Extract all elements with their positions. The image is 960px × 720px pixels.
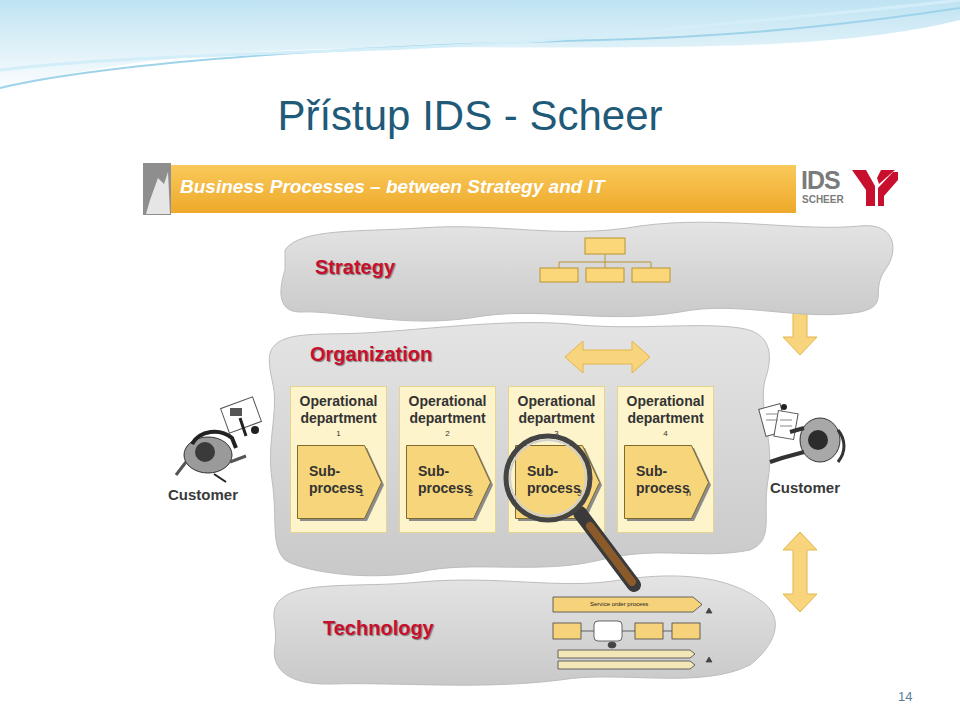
department-name: Operational department [403,393,492,427]
region-title: Strategy [315,256,395,279]
rect-part [635,623,663,639]
alignment-arrow [565,341,650,373]
organization-cloud: OrganizationOperational department1Sub- … [268,355,820,532]
circle-part [195,442,215,462]
subprocess-index: 1 [359,488,364,498]
department-number: 3 [509,429,604,438]
picture-frame [143,163,898,688]
department-number: 1 [291,429,386,438]
circle-part [506,436,590,520]
path-part [852,170,875,206]
thumbnail-text: Service order process [590,601,648,607]
path-part [878,172,898,206]
rect-part [553,623,581,639]
subprocess-chevron: Sub- processn [624,445,709,519]
rect-part [230,408,242,416]
actor-label: Customer [168,486,238,503]
org-chart [540,238,670,282]
path-part [192,432,236,448]
ellipse-part [800,418,840,462]
double-arrow [783,275,817,355]
banner-bar [171,165,796,213]
path-part [877,170,895,184]
logo-text: IDS [801,166,840,195]
circle-part [781,404,787,410]
path-part [581,631,672,632]
department-box: Operational department 4Sub- processn [617,386,714,533]
logo-mark [852,170,898,206]
department-name: Operational department [294,393,383,427]
top-swoosh [0,0,960,95]
region-title: Organization [310,343,432,366]
chevron-shape [625,446,709,519]
department-number: 2 [400,429,495,438]
path-part [838,430,844,462]
department-box: Operational department1Sub- process1 [290,386,387,533]
process-model-thumbnail [553,597,712,669]
subprocess-chevron: Sub- process1 [297,445,382,519]
ellipse-part [608,642,616,648]
rect-part [221,397,262,433]
path-part [559,254,651,268]
double-arrow [783,532,817,612]
path-part [214,474,226,482]
cloud-shape [281,222,893,321]
page-number: 14 [898,689,912,704]
rect-part [759,404,787,437]
circle-part [510,440,586,516]
line-part [580,513,634,585]
rect-part [585,238,625,254]
department-box: Operational department3Sub- process3 [508,386,605,533]
swoosh-line [0,8,960,88]
circle-part [251,426,259,434]
department-box: Operational department2Sub- process2 [399,386,496,533]
line-part [590,526,632,582]
polygon-part [558,661,695,669]
photo-strip [143,163,171,215]
chevron-shape [407,446,491,519]
path-part [770,428,804,462]
subprocess-index: 2 [468,488,473,498]
rect-part [586,268,624,282]
magnifier [506,436,634,585]
customer-right-icon [759,404,844,462]
path-part [766,414,792,426]
region-title: Technology [323,617,434,640]
strategy-cloud: Strategy [280,222,895,275]
rect-part [632,268,670,282]
polygon-part [558,650,695,658]
department-name: Operational department [621,393,710,427]
rect-part [540,268,578,282]
customer-left-icon [176,397,261,482]
cloud-shape [269,323,769,576]
circle-part [808,430,828,450]
chevron-shape [516,446,600,519]
logo-ground [796,165,898,213]
swoosh-line [0,0,960,70]
slide-title: Přístup IDS - Scheer [0,92,940,140]
chevron-shape [298,446,382,519]
photo-figure [146,172,170,214]
rect-part [774,410,798,439]
rect-part [594,621,622,641]
subprocess-chevron: Sub- process2 [406,445,491,519]
path-part [240,418,246,436]
logo-text: SCHEER [802,194,844,205]
path-part [706,608,712,662]
ellipse-part [184,437,232,473]
subprocess-chevron: Sub- process3 [515,445,600,519]
department-name: Operational department [512,393,601,427]
subprocess-index: 3 [577,488,582,498]
subprocess-index: n [686,488,691,498]
path-part [176,456,246,475]
rect-part [672,623,700,639]
technology-cloud: Technology [280,612,820,682]
actor-label: Customer [770,479,840,496]
polygon-part [553,597,702,612]
cloud-shape [274,576,775,685]
banner-text: Business Processes – between Strategy an… [180,176,605,198]
department-number: 4 [618,429,713,438]
